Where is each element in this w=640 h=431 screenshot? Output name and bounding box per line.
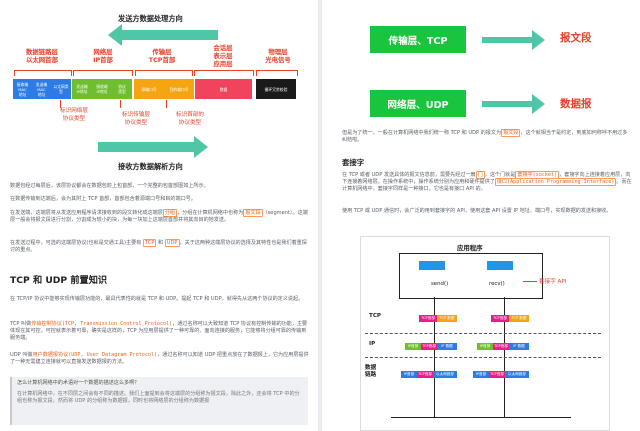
socket-app-title: 应用程序 [457, 244, 483, 252]
label-segment: 报文段 [560, 32, 592, 44]
ip-row-data-r: IP 数据 [509, 343, 529, 350]
subtitle-socket: 套接字 [342, 158, 365, 167]
box-transport-tcp: 传输层、TCP [370, 26, 466, 53]
paragraph-1: 数据包经过每层后，该层协议都会在数据包前上包首部，一个完整的包首部图如上所示。 [10, 183, 209, 189]
cell-dst-ip: 接收端 IP地址 [92, 79, 112, 99]
paragraph-3: 在发送端，这端层将从发送应用程序请求接收到的段文转化成这端层分组，分组在计算机网… [10, 209, 308, 224]
socket-diagram: 应用程序 send() recv() 套接字 API TCP IP 数据 链路 … [360, 236, 610, 431]
layer-label-datalink: 数据链路层 以太网首部 [26, 48, 58, 64]
socket-block-left [419, 261, 445, 270]
ip-row-tcp-head-r: TCP首部 [493, 343, 509, 350]
right-paragraph-2: 在 TCP 或者 UDP 发送具体的报文信息前，需要先经过一扇门，这个门就是套接… [342, 171, 632, 193]
recv-label: recv() [489, 281, 505, 287]
cell-protocol: 协议 类型 [112, 79, 132, 99]
layer-link-label: 数据 链路 [365, 365, 377, 378]
layer-label-physical: 物理层 光电信号 [265, 48, 291, 64]
network-bus [391, 417, 571, 418]
right-page: 传输层、TCP 报文段 网络层、UDP 数据报 但是为了统一，一般在计算机网络中… [322, 0, 640, 431]
link-row-eth-l: 以太网首部 [433, 371, 457, 378]
paragraph-6: TCP 叫做传输控制协议(TCP, Transmission Control P… [10, 321, 308, 342]
link-row-tcp-head-l: TCP首部 [417, 371, 433, 378]
receiver-direction-arrow [98, 136, 208, 158]
cell-data: 数据 [195, 79, 252, 99]
bracket-physical [256, 70, 298, 76]
right-paragraph-3: 使用 TCP 或 UDP 通信时，会广泛的用到套接字的 API，使用这套 API… [342, 208, 612, 214]
cell-crc: 循环冗余校验 [256, 79, 296, 99]
socket-app-box [399, 253, 543, 299]
right-paragraph-1: 但是为了统一，一般在计算机网络中我们统一称 TCP 和 UDP 的报文为报文段，… [342, 129, 628, 144]
annotation-transport-type: 标识传输层 协议类型 [122, 112, 150, 126]
annotation-header-type: 标识首部的 协议类型 [176, 112, 204, 126]
layer-label-transport: 传输层 TCP首部 [148, 48, 176, 64]
sender-direction-title: 发送方数据处理方向 [118, 14, 183, 23]
bracket-network [73, 70, 133, 76]
annotation-arrow-3 [166, 100, 167, 108]
link-row-ip-head-r: IP首部 [473, 371, 489, 378]
arrow-to-datagram [482, 94, 546, 114]
left-page: 发送方数据处理方向 数据链路层 以太网首部 网络层 IP首部 传输层 TCP首部… [0, 0, 318, 431]
cell-src-ip: 发送端 IP地址 [72, 79, 92, 99]
link-row-eth-r: 以太网首部 [505, 371, 529, 378]
bracket-datalink [14, 70, 72, 76]
bracket-session [194, 70, 254, 76]
quote-question: 怎么计算机网络中的术语对一个数据的描述这么多啊？ [17, 380, 140, 386]
box-network-udp: 网络层、UDP [370, 90, 466, 117]
quote-answer: 在计算机网络中，在不同层之间会有不同的描述。我们上面提到会将这端层的分组称为报文… [17, 391, 300, 405]
layer-ip-label: IP [369, 341, 376, 347]
paragraph-2: 在数据传输到达端后，会为其附上 TCP 首部，首部包含着源端口号和目的端口号。 [10, 196, 196, 202]
cell-dst-mac: 接收端 MAC 地址 [13, 79, 32, 99]
ip-row-tcp-head-l: TCP首部 [421, 343, 437, 350]
cell-eth-type: 以太网类 型 [51, 79, 71, 99]
label-datagram: 数据报 [560, 98, 592, 110]
tcp-row-data-r: TCP 数据 [509, 315, 529, 322]
sender-direction-arrow [108, 24, 218, 46]
link-row-ip-head-l: IP首部 [401, 371, 417, 378]
link-row-tcp-head-r: TCP首部 [489, 371, 505, 378]
annotation-arrow-1 [60, 100, 61, 108]
cell-src-port: 源端口号 [134, 79, 164, 99]
paragraph-4: 在发送过程中，可选的这端层协议(也就是交通工具)主要有 TCP 和 UDP，关于… [10, 239, 307, 254]
ip-row-ip-head-r: IP首部 [477, 343, 493, 350]
paragraph-7: UDP 叫做用户数据报协议(UDP, User Datagram Protoco… [10, 352, 309, 366]
bracket-transport [135, 70, 193, 76]
cell-src-mac: 发送端 MAC 地址 [32, 79, 51, 99]
quote-block: 怎么计算机网络中的术语对一个数据的描述这么多啊？ 在计算机网络中，在不同层之间会… [10, 377, 308, 425]
cell-dst-port: 目的端口号 [164, 79, 194, 99]
socket-block-right [487, 261, 513, 270]
ip-row-data-l: IP 数据 [437, 343, 457, 350]
socket-api-label: 套接字 API [539, 279, 567, 285]
layer-label-session: 会话层 表示层 应用层 [213, 44, 233, 68]
arrow-to-segment [482, 30, 546, 50]
tcp-row-data-l: TCP 数据 [437, 315, 457, 322]
annotation-network-type: 标识网络层 协议类型 [60, 108, 88, 122]
annotation-arrow-2 [120, 100, 121, 108]
socket-api-arrow [523, 281, 537, 282]
receiver-direction-title: 接收方数据解析方向 [118, 162, 183, 171]
layer-label-network: 网络层 IP首部 [93, 48, 113, 64]
section-title: TCP 和 UDP 前置知识 [10, 275, 108, 286]
paragraph-5: 在 TCP/IP 协议中能够实现传输层功能的，最具代表性的就是 TCP 和 UD… [10, 296, 304, 302]
send-label: send() [431, 281, 449, 287]
ip-row-ip-head-l: IP首部 [405, 343, 421, 350]
tcp-row-tcp-head-l: TCP首部 [419, 315, 437, 322]
layer-tcp-label: TCP [369, 313, 382, 319]
tcp-row-tcp-head-r: TCP首部 [491, 315, 509, 322]
